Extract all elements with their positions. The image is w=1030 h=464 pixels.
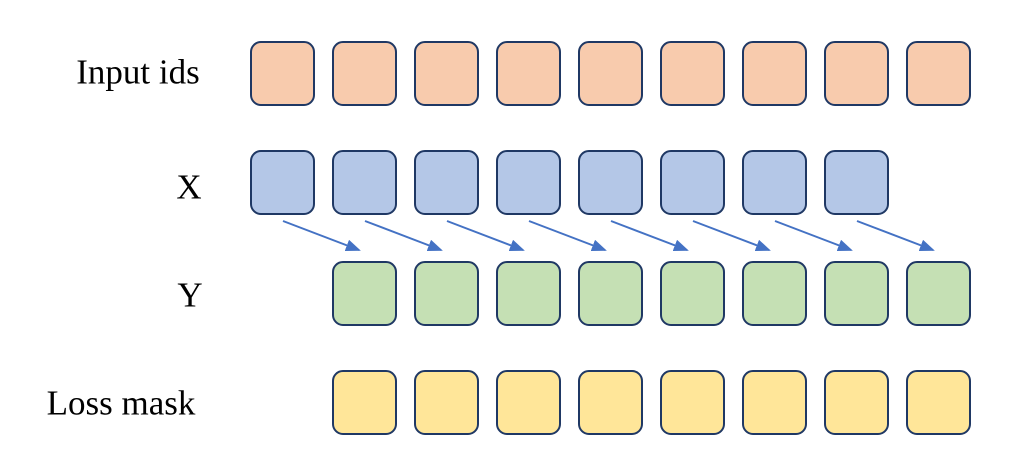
row-label-x: X [176,167,202,207]
input-ids-square [742,41,807,106]
row-label-y: Y [177,275,203,315]
shift-arrow [856,220,935,251]
y-square [332,261,397,326]
x-square [824,150,889,215]
shift-arrows [282,220,935,251]
shift-arrow [446,220,525,251]
loss-mask-square [332,370,397,435]
loss-mask-square [660,370,725,435]
loss-mask-square [578,370,643,435]
y-square [660,261,725,326]
loss-mask-square [414,370,479,435]
shift-arrow [692,220,771,251]
shift-arrow [528,220,607,251]
input-ids-square [332,41,397,106]
x-square [660,150,725,215]
x-square [250,150,315,215]
input-ids-square [660,41,725,106]
row-label-input-ids: Input ids [76,52,200,92]
shift-arrow [282,220,361,251]
shift-arrow [774,220,853,251]
input-ids-square [414,41,479,106]
input-ids-square [496,41,561,106]
x-square [578,150,643,215]
y-square [578,261,643,326]
y-square [906,261,971,326]
y-square [742,261,807,326]
x-square [742,150,807,215]
loss-mask-square [496,370,561,435]
loss-mask-square [742,370,807,435]
loss-mask-square [906,370,971,435]
y-square [496,261,561,326]
shift-arrow [364,220,443,251]
x-square [332,150,397,215]
row-label-loss-mask: Loss mask [46,383,196,423]
loss-mask-square [824,370,889,435]
y-square [414,261,479,326]
input-ids-square [824,41,889,106]
x-square [414,150,479,215]
x-square [496,150,561,215]
input-ids-square [906,41,971,106]
input-ids-square [578,41,643,106]
input-ids-square [250,41,315,106]
shift-arrow [610,220,689,251]
y-square [824,261,889,326]
